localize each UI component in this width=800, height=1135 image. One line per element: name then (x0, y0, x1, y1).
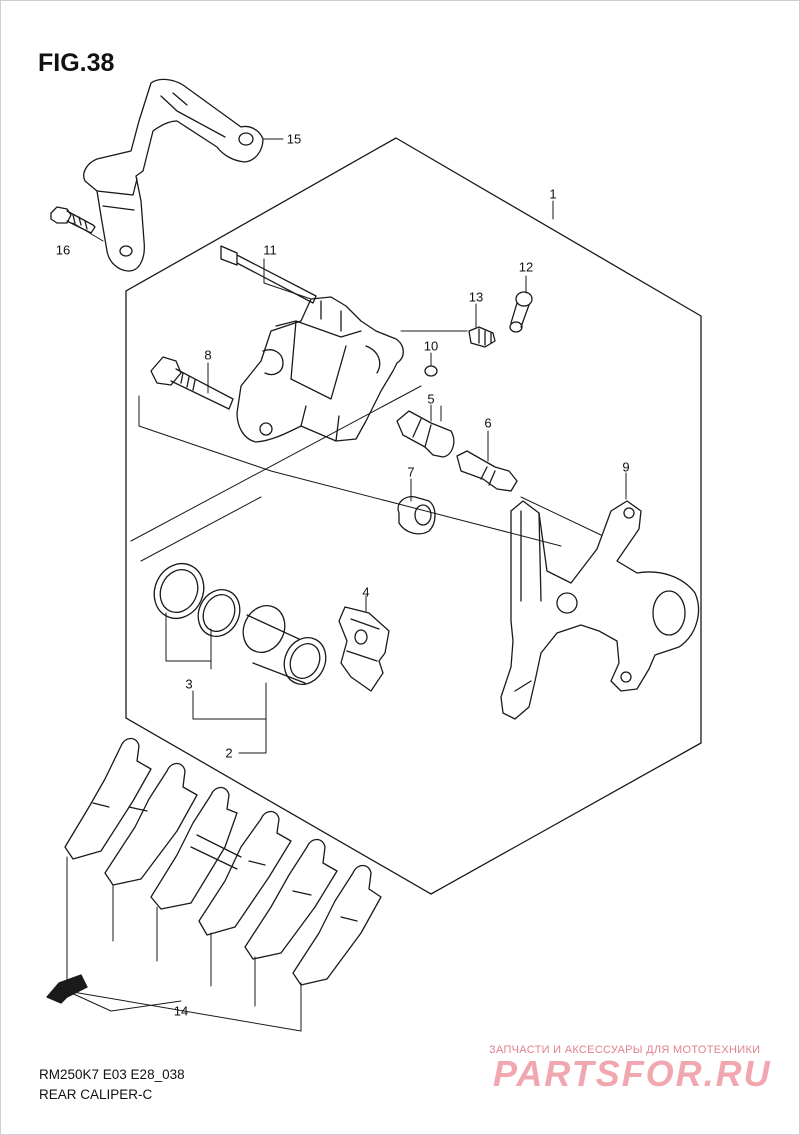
part-12-cap (509, 291, 533, 333)
callout-1: 1 (549, 186, 557, 202)
part-11-pin (220, 245, 317, 304)
part-14-brake-pads (64, 737, 382, 986)
part-4-pad-spring (338, 606, 390, 692)
callout-13: 13 (468, 289, 484, 305)
part-5-boot (396, 410, 455, 458)
part-3-seals (153, 563, 241, 637)
part-10-washer (424, 365, 438, 377)
callout-8: 8 (204, 347, 212, 363)
callout-12: 12 (518, 259, 534, 275)
part-13-bleeder (468, 326, 496, 348)
watermark-tagline: ЗАПЧАСТИ И АКСЕССУАРЫ ДЛЯ МОТОТЕХНИКИ (489, 1044, 761, 1056)
callout-7: 7 (407, 464, 415, 480)
watermark-brand: PARTSFOR.RU (493, 1053, 772, 1094)
callout-15: 15 (286, 131, 302, 147)
leader-lines (66, 138, 627, 1032)
assembly-outline (125, 137, 702, 895)
part-9-holder (500, 500, 700, 720)
part-2-piston (242, 605, 327, 685)
callout-11: 11 (263, 242, 277, 258)
callout-4: 4 (362, 584, 370, 600)
callout-3: 3 (185, 676, 193, 692)
model-code: RM250K7 E03 E28_038 (39, 1067, 185, 1082)
callout-6: 6 (484, 415, 492, 431)
figure-title: FIG.38 (38, 49, 115, 77)
callout-9: 9 (622, 459, 630, 475)
part-7-boot (397, 496, 436, 535)
callout-2: 2 (225, 745, 233, 761)
callout-5: 5 (427, 391, 435, 407)
part-1-caliper-body (236, 296, 404, 443)
part-6-sleeve (456, 450, 518, 492)
callout-16: 16 (55, 242, 71, 258)
callout-10: 10 (423, 338, 439, 354)
part-8-pin (150, 356, 234, 410)
section-name: REAR CALIPER-C (39, 1087, 153, 1102)
fwd-arrow-icon: FWD (46, 974, 88, 1004)
callout-14: 14 (173, 1003, 189, 1019)
part-15-bracket (83, 78, 264, 272)
part-16-bolt (50, 206, 96, 234)
